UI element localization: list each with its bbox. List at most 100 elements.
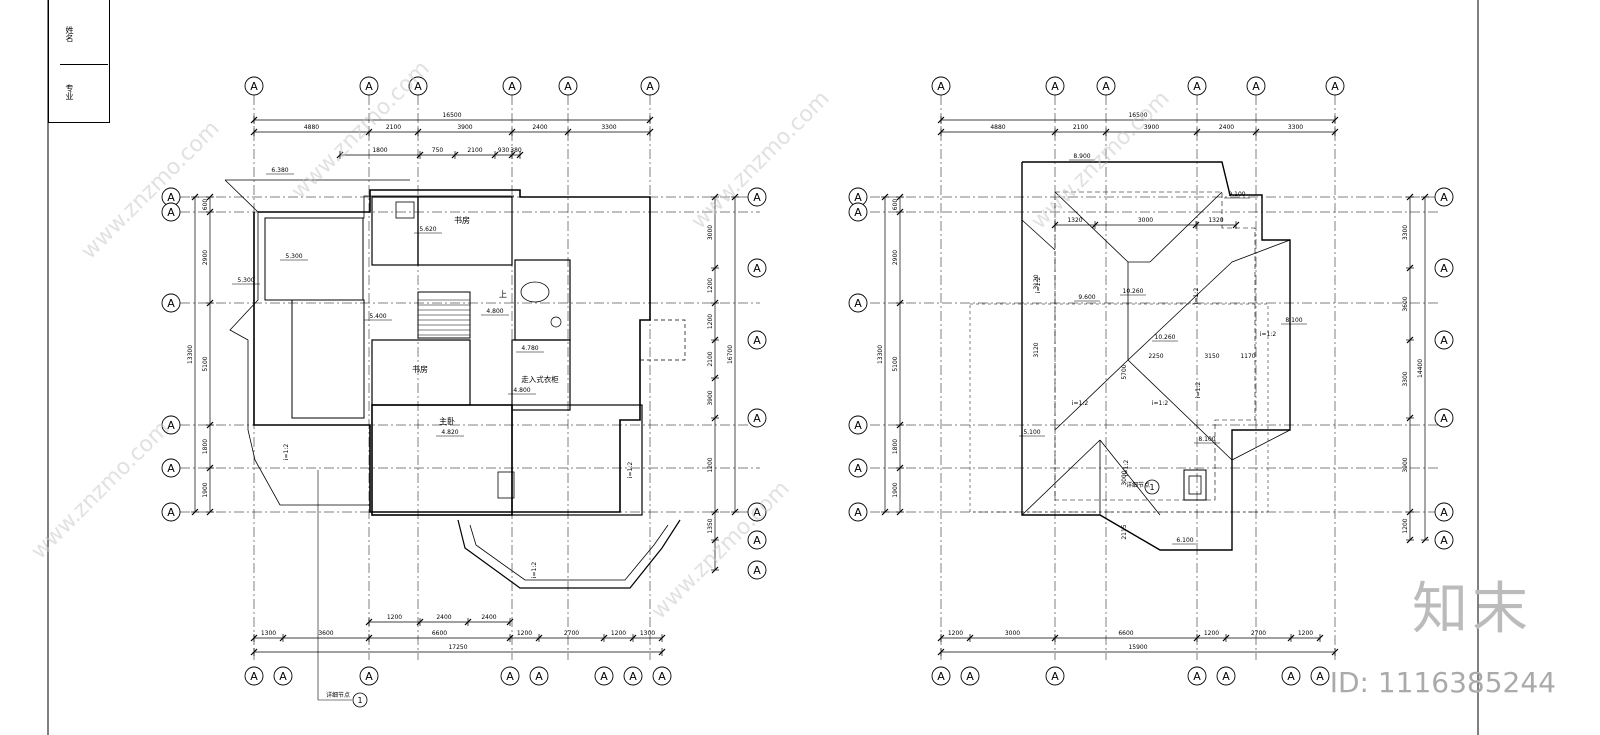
dimension-tick-mark bbox=[966, 634, 974, 642]
slope-label: i=1:2 bbox=[627, 462, 634, 479]
axis-bubble-letter: A bbox=[1440, 191, 1448, 204]
exterior-wall bbox=[253, 189, 651, 513]
roof-hip bbox=[1231, 429, 1291, 461]
axis-bubble-bottom: A bbox=[652, 666, 672, 686]
axis-bubble-top: A bbox=[359, 76, 379, 96]
level-value: 5.400 bbox=[369, 313, 386, 320]
axis-bubble-circle bbox=[161, 202, 181, 222]
dimension-tick-mark bbox=[1222, 634, 1230, 642]
room-label-master-bedroom: 主卧 bbox=[439, 416, 455, 426]
dimension-value: 1900 bbox=[202, 482, 209, 497]
axis-bubble-circle bbox=[747, 502, 767, 522]
roof-hip bbox=[1149, 191, 1223, 263]
axis-bubble-top: A bbox=[558, 76, 578, 96]
dimension-tick-mark bbox=[250, 128, 258, 136]
axis-bubble-letter: A bbox=[1440, 506, 1448, 519]
dimension-value: 1900 bbox=[892, 482, 899, 497]
dimension-right-total: 16700 bbox=[727, 193, 739, 516]
dimension-value: 17250 bbox=[448, 644, 467, 651]
axis-bubble-letter: A bbox=[753, 412, 761, 425]
level-value: 8.100 bbox=[1285, 317, 1302, 324]
dimension-tick-mark bbox=[365, 634, 373, 642]
level-value: 4.800 bbox=[513, 387, 530, 394]
axis-bubble-letter: A bbox=[1193, 80, 1201, 93]
axis-bubble-letter: A bbox=[937, 80, 945, 93]
watermark-site: www.znzmo.com bbox=[27, 416, 175, 564]
dimension-tick-mark bbox=[731, 193, 739, 201]
dimension-tick-mark bbox=[711, 336, 719, 344]
dimension-tick-mark bbox=[191, 193, 199, 201]
axis-bubble-letter: A bbox=[564, 80, 572, 93]
slope-label: i=1:2 bbox=[1195, 382, 1202, 399]
dimension-tick-mark bbox=[711, 414, 719, 422]
roof-dimension-value: 2250 bbox=[1148, 353, 1163, 360]
dimension-value: 1300 bbox=[261, 630, 276, 637]
dimension-value: 3900 bbox=[457, 124, 472, 131]
dimension-tick-mark bbox=[711, 508, 719, 516]
dimension-value: 15900 bbox=[1128, 644, 1147, 651]
dimension-tick-mark bbox=[1193, 128, 1201, 136]
dimension-value: 16700 bbox=[727, 345, 734, 364]
axis-bubble-circle bbox=[359, 76, 379, 96]
axis-bubble-letter: A bbox=[167, 191, 175, 204]
dimension-value: 5100 bbox=[202, 356, 209, 371]
roof-hip bbox=[1231, 239, 1291, 263]
dimension-tick-mark bbox=[506, 618, 514, 626]
axis-bubble-letter: A bbox=[365, 670, 373, 683]
watermark-id: ID: 1116385244 bbox=[1329, 666, 1556, 699]
dimension-top-total: 16500 bbox=[250, 112, 654, 124]
axis-bubble-circle bbox=[1246, 76, 1266, 96]
axis-bubble-circle bbox=[273, 666, 293, 686]
roof-dimension-value: 3000 bbox=[1121, 470, 1128, 485]
axis-bubble-right: A bbox=[1434, 330, 1454, 350]
dimension-value: 930 bbox=[498, 147, 510, 154]
dimension-tick-mark bbox=[508, 151, 516, 159]
axis-bubble-circle bbox=[848, 502, 868, 522]
dimension-tick-mark bbox=[191, 508, 199, 516]
dimension-tick-mark bbox=[1252, 128, 1260, 136]
dimension-left-total: 13300 bbox=[187, 193, 199, 516]
dimension-tick-mark bbox=[1406, 414, 1414, 422]
axis-bubble-circle bbox=[848, 415, 868, 435]
axis-bubble-circle bbox=[161, 502, 181, 522]
level-value: 5.620 bbox=[419, 226, 436, 233]
level-value: 6.380 bbox=[271, 167, 288, 174]
dimension-tick-mark bbox=[1331, 648, 1339, 656]
axis-bubble-bottom: A bbox=[1187, 666, 1207, 686]
axis-bubble-letter: A bbox=[600, 670, 608, 683]
axis-bubble-letter: A bbox=[167, 506, 175, 519]
axis-bubble-circle bbox=[594, 666, 614, 686]
dimension-value: 2100 bbox=[1073, 124, 1088, 131]
watermark-logo: 知末 bbox=[1412, 577, 1532, 642]
axis-bubble-letter: A bbox=[250, 80, 258, 93]
axis-bubble-top: A bbox=[1246, 76, 1266, 96]
axis-bubble-circle bbox=[161, 415, 181, 435]
dimension-value: 1350 bbox=[707, 518, 714, 533]
dimension-tick-mark bbox=[535, 634, 543, 642]
axis-bubble-letter: A bbox=[167, 419, 175, 432]
axis-bubble-letter: A bbox=[753, 191, 761, 204]
axis-bubble-circle bbox=[1434, 408, 1454, 428]
dimension-tick-mark bbox=[206, 208, 214, 216]
slope-label: i=1:2 bbox=[1072, 400, 1089, 407]
axis-bubble-left: A bbox=[848, 502, 868, 522]
axis-bubble-letter: A bbox=[854, 462, 862, 475]
axis-bubble-top: A bbox=[408, 76, 428, 96]
slope-label: i=1:2 bbox=[531, 562, 538, 579]
axis-bubble-letter: A bbox=[854, 297, 862, 310]
roof-hip bbox=[1054, 191, 1129, 263]
detail-callout-circle bbox=[1144, 479, 1160, 495]
level-value: 6.100 bbox=[1176, 537, 1193, 544]
bay-window-inner bbox=[469, 524, 669, 581]
dimension-tick-mark bbox=[711, 374, 719, 382]
dimension-tick-mark bbox=[658, 634, 666, 642]
dimension-value: 1200 bbox=[611, 630, 626, 637]
dimension-tick-mark bbox=[206, 464, 214, 472]
axis-bubble-letter: A bbox=[1316, 670, 1324, 683]
axis-bubble-bottom: A bbox=[594, 666, 614, 686]
axis-bubble-circle bbox=[747, 530, 767, 550]
